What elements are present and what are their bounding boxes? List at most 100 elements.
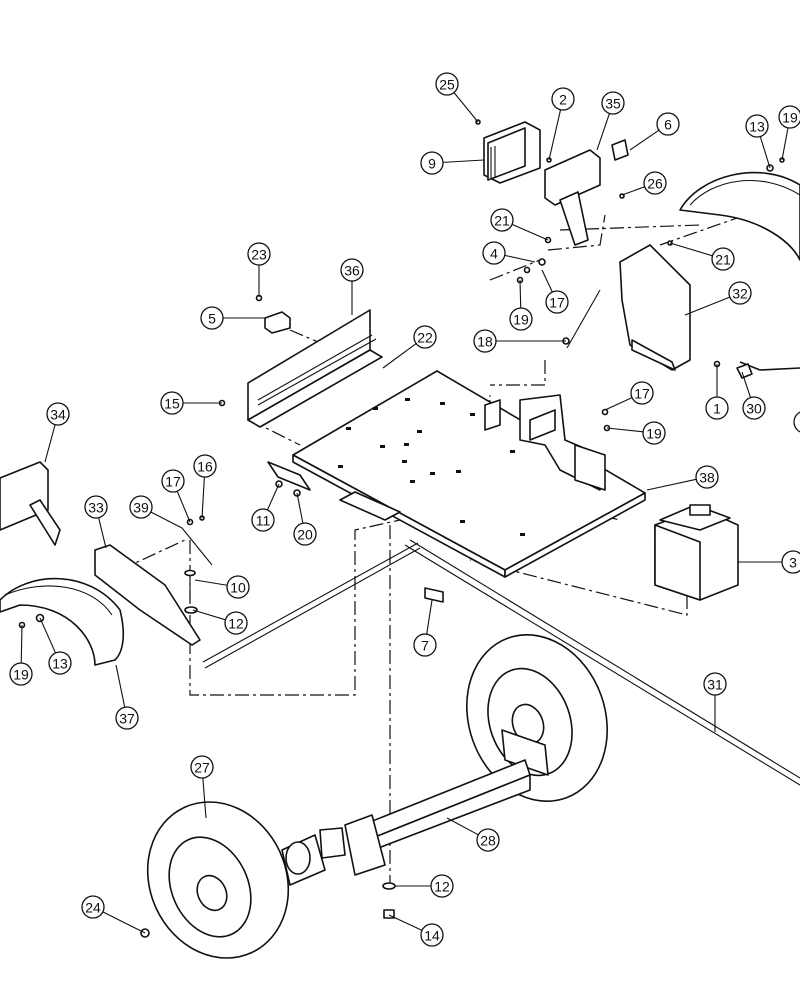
callout-label: 31 [707, 677, 723, 693]
callout-label: 21 [715, 252, 731, 268]
leader-line-21 [669, 242, 713, 257]
callout-label: 25 [439, 77, 455, 93]
callout-circle [703, 672, 727, 696]
leader-line-26 [621, 186, 645, 196]
callout-27-c27: 27 [190, 755, 214, 779]
callout-33-c33: 33 [84, 495, 108, 519]
axle-28 [319, 759, 531, 919]
callout-30-c30: 30 [742, 396, 766, 420]
leader-line-37 [115, 664, 126, 708]
callout-circle [413, 633, 437, 657]
deck-plate [292, 370, 646, 578]
leader-line-2 [548, 109, 562, 161]
callout-label: 33 [88, 500, 104, 516]
callout-35-c35: 35 [601, 91, 625, 115]
callout-label: 2 [559, 92, 567, 108]
guard-panel-36 [247, 309, 383, 428]
callout-circle [545, 290, 569, 314]
callout-circle [778, 105, 800, 129]
callout-label: 9 [428, 156, 436, 172]
callout-label: 27 [194, 760, 210, 776]
callout-label: 32 [732, 286, 748, 302]
leader-line-17 [604, 397, 633, 411]
callout-circle [48, 651, 72, 675]
callout-label: 1 [713, 401, 721, 417]
leader-line-6 [629, 129, 660, 151]
leader-line-32 [684, 296, 730, 316]
callout-circle [420, 923, 444, 947]
callout-10-c10: 10 [226, 575, 250, 599]
callout-circle [705, 396, 729, 420]
callout-21-c21a: 21 [490, 208, 514, 232]
leader-line-38 [646, 478, 697, 491]
callout-32-c32: 32 [728, 281, 752, 305]
callout-label: 4 [490, 246, 498, 262]
callout-circle [84, 495, 108, 519]
callout-1-c1: 1 [705, 396, 729, 420]
callout-circle [656, 112, 680, 136]
callout-circle [413, 325, 437, 349]
callout-28-c28: 28 [476, 828, 500, 852]
callout-20-c20: 20 [293, 522, 317, 546]
callout-circle [129, 495, 153, 519]
callout-circle [340, 258, 364, 282]
callout-label: 16 [197, 459, 213, 475]
callout-circle [160, 391, 184, 415]
leader-line-7 [426, 599, 433, 635]
leader-line-28 [446, 817, 479, 836]
leader-line-19 [519, 279, 522, 309]
callout-12-c12b: 12 [430, 874, 454, 898]
leader-line-33 [98, 517, 107, 549]
callout-circle [643, 171, 667, 195]
leader-line-11 [266, 483, 280, 511]
leader-line-25 [453, 92, 479, 123]
callout-3-c3: 3 [781, 550, 800, 574]
callout-label: 14 [424, 928, 440, 944]
callout-24-c24: 24 [81, 895, 105, 919]
callout-19-c19b: 19 [509, 307, 533, 331]
callout-label: 19 [513, 312, 529, 328]
callout-2-p-right: 2 [793, 411, 800, 433]
callout-circle [482, 241, 506, 265]
callout-circle [200, 306, 224, 330]
callout-label: 28 [480, 833, 496, 849]
callout-38-c38: 38 [695, 465, 719, 489]
leader-line-27 [202, 777, 207, 819]
callout-37-c37: 37 [115, 706, 139, 730]
callout-25-c25: 25 [435, 72, 459, 96]
leader-line-14 [388, 914, 423, 931]
callout-9-c9: 9 [420, 151, 444, 175]
callout-label: 17 [549, 295, 565, 311]
callout-label: 22 [417, 330, 433, 346]
callout-19-c19a: 19 [778, 105, 800, 129]
callout-label: 34 [50, 407, 66, 423]
callout-circle [190, 755, 214, 779]
callout-label: 36 [344, 263, 360, 279]
callout-label: 18 [477, 334, 493, 350]
callout-circle [793, 411, 800, 433]
callout-label: 19 [782, 110, 798, 126]
callout-36-c36: 36 [340, 258, 364, 282]
leader-line-17 [176, 490, 191, 523]
callout-13-c13a: 13 [745, 114, 769, 138]
callout-14-c14: 14 [420, 923, 444, 947]
callout-22-c22: 22 [413, 325, 437, 349]
leader-line-13 [759, 136, 771, 169]
callout-label: 21 [494, 213, 510, 229]
callout-11-c11: 11 [251, 508, 275, 532]
wheel-right [465, 634, 609, 802]
callout-13-c13b: 13 [48, 651, 72, 675]
callout-label: 3 [789, 555, 797, 571]
callout-34-c34: 34 [46, 402, 70, 426]
callout-15-c15: 15 [160, 391, 184, 415]
callout-circle [473, 329, 497, 353]
callout-circle [224, 611, 248, 635]
callout-circle [293, 522, 317, 546]
leader-line-35 [596, 113, 610, 151]
light-housing [475, 119, 629, 246]
leader-line-12 [192, 609, 226, 621]
callout-circle [781, 550, 800, 574]
callout-circle [711, 247, 735, 271]
callout-label: 20 [297, 527, 313, 543]
